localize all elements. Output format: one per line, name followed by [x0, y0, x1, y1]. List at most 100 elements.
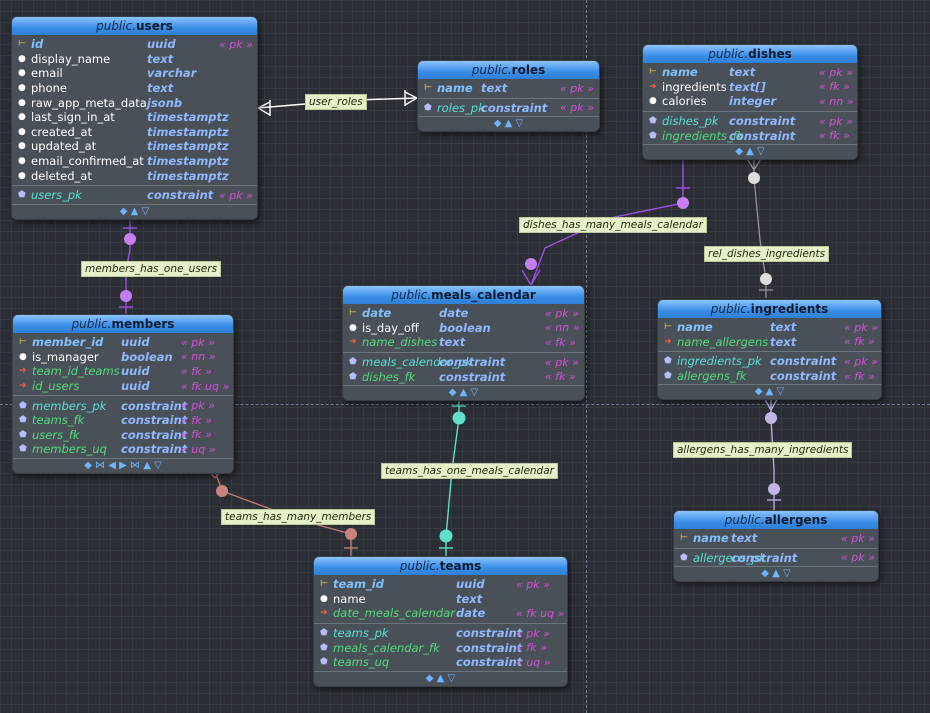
constraint-icon: ⬟ — [19, 444, 27, 455]
table-divider — [418, 116, 599, 118]
column-name: date_meals_calendar — [333, 606, 455, 621]
table-footer-controls[interactable]: ◆ ▲ ▽ — [425, 672, 456, 684]
table-divider — [13, 457, 233, 459]
table-header[interactable]: public.members — [13, 315, 233, 333]
dot-icon: ● — [18, 83, 26, 94]
rel-label-dishes-has-many-meals-calendar[interactable]: dishes_has_many_meals_calendar — [519, 217, 707, 233]
table-header[interactable]: public.roles — [418, 61, 599, 79]
column-name: created_at — [31, 124, 93, 139]
crowfoot-users-end — [257, 100, 271, 116]
table-footer-controls[interactable]: ◆ ▲ ▽ — [448, 386, 479, 398]
table-header[interactable]: public.teams — [314, 557, 567, 575]
table-footer-controls[interactable]: ◆ ▲ ▽ — [735, 145, 765, 157]
table-header[interactable]: public.allergens — [674, 511, 878, 529]
dot-icon: ● — [18, 141, 26, 152]
table-footer-controls[interactable]: ◆ ▲ ▽ — [754, 386, 785, 398]
table-footer-controls[interactable]: ◆ ▲ ▽ — [119, 205, 150, 217]
column-type: uuid — [147, 37, 176, 52]
constraint-icon: ⬟ — [19, 400, 27, 411]
column-flag: « pk » — [219, 188, 253, 202]
table-header[interactable]: public.ingredients — [658, 300, 881, 318]
table-footer-controls[interactable]: ◆ ▲ ▽ — [761, 568, 791, 580]
table-schema: public. — [724, 513, 765, 527]
table-header[interactable]: public.dishes — [643, 45, 857, 63]
rel-label-rel-dishes-ingredients[interactable]: rel_dishes_ingredients — [704, 246, 830, 262]
column-type: constraint — [770, 369, 837, 384]
table-divider — [674, 566, 878, 568]
key-icon: ⊢ — [19, 337, 27, 348]
column-type: constraint — [147, 188, 214, 203]
rel-label-teams-has-many-members[interactable]: teams_has_many_members — [221, 509, 376, 525]
table-header[interactable]: public.users — [12, 17, 257, 35]
table-footer-controls[interactable]: ◆ ⋈ ◀ ▶ ⋈ ▲ ▽ — [84, 459, 162, 471]
table-footer-controls[interactable]: ◆ ▲ ▽ — [493, 118, 524, 130]
column-type: text — [729, 65, 756, 80]
rel-label-user-roles[interactable]: user_roles — [305, 94, 367, 110]
dot-icon: ● — [18, 53, 26, 64]
table-header[interactable]: public.meals_calendar — [343, 286, 584, 304]
rel-label-allergens-has-many-ingredients[interactable]: allergens_has_many_ingredients — [673, 442, 853, 458]
dot-icon: ● — [18, 170, 26, 181]
rel-label-teams-has-one-meals-calendar[interactable]: teams_has_one_meals_calendar — [381, 463, 558, 479]
column-type: constraint — [439, 369, 506, 384]
rel-label-members-has-one-users[interactable]: members_has_one_users — [81, 261, 222, 277]
page-divider-horizontal — [0, 404, 930, 405]
column-name: display_name — [31, 51, 111, 66]
column-name: ingredients_pk — [677, 354, 762, 369]
